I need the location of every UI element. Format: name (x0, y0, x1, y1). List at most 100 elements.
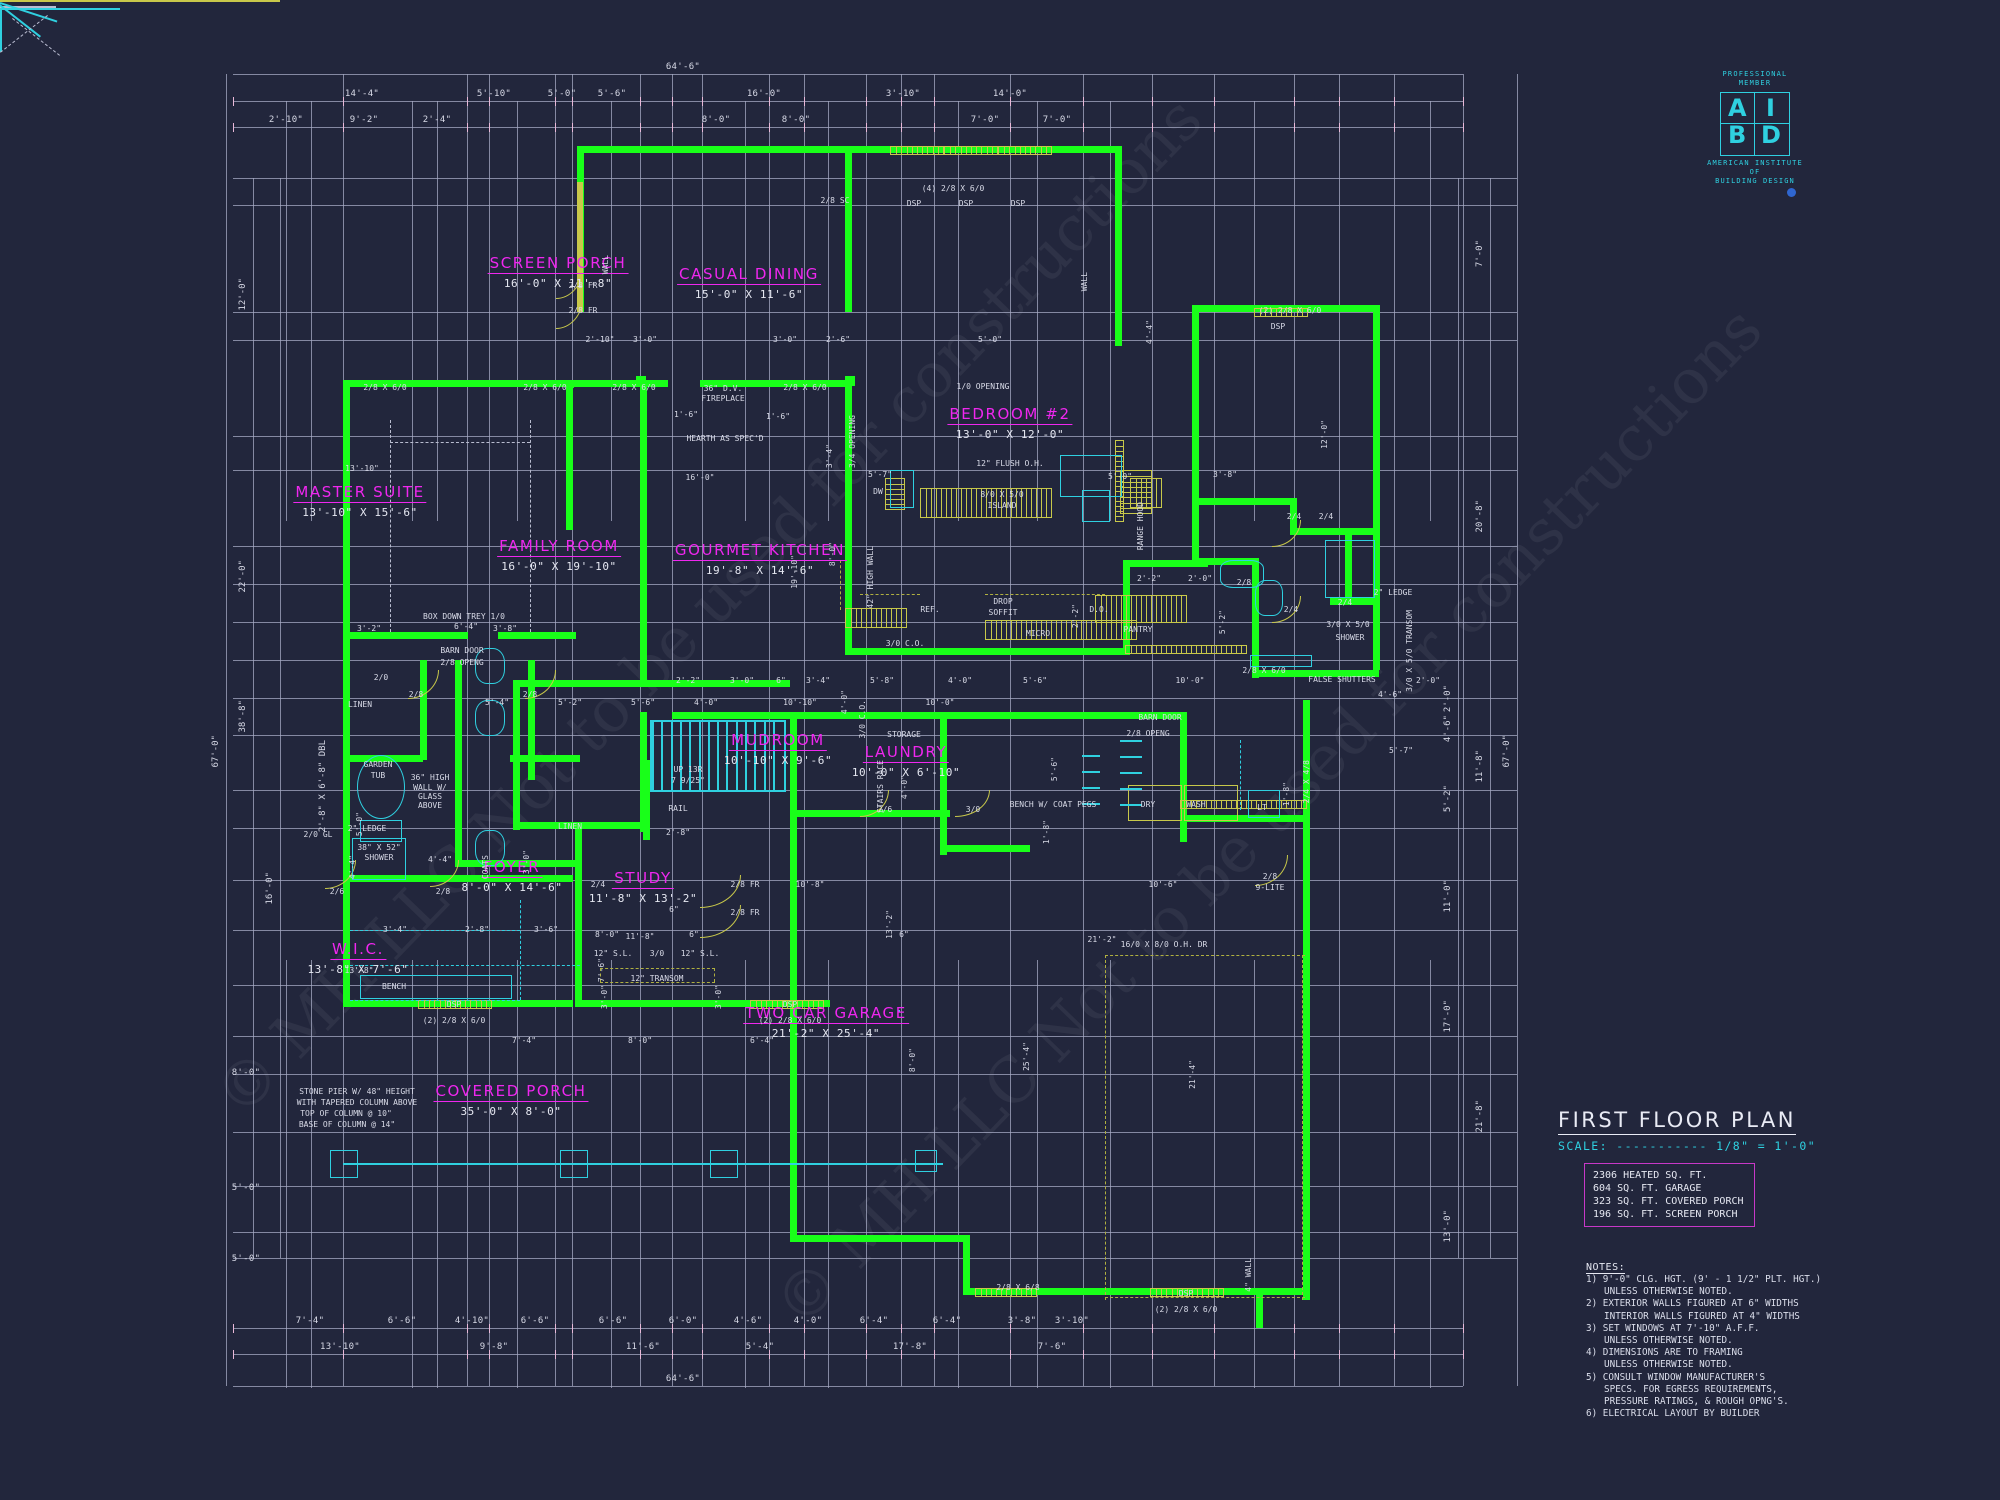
room-dimensions: 11'-8" X 13'-2" (588, 892, 698, 905)
hatch-line (1206, 646, 1207, 653)
plan-annotation: 4'-4" (427, 855, 453, 864)
dim-tick (1214, 123, 1215, 132)
dim-tick (467, 123, 468, 132)
stair-tread-2 (670, 722, 673, 792)
hatch-line (1231, 646, 1232, 653)
porch-beam-line (343, 1163, 943, 1165)
hatch-line (1001, 621, 1002, 639)
plan-annotation: 2'-2" (1071, 604, 1080, 629)
note-line: 6) ELECTRICAL LAYOUT BY BUILDER (1586, 1408, 1760, 1420)
plan-annotation: RANGE HOOD (1136, 502, 1145, 551)
plan-annotation: DSP (1178, 1289, 1194, 1298)
room-label-w-i-c: W.I.C.13'-8" X 7'-6" (307, 939, 408, 976)
hatch-line (1286, 801, 1287, 808)
plan-annotation: 4'-4" (1145, 320, 1154, 345)
hatch-line (986, 489, 987, 517)
dim-tick (1010, 97, 1011, 106)
plan-annotation: LT (1257, 803, 1267, 812)
hatch-line (1126, 596, 1127, 622)
room-dimensions: 13'-10" X 15'-6" (302, 506, 418, 519)
plan-annotation: 3'-8" (492, 624, 518, 633)
hatch-line (1301, 309, 1303, 316)
wall-bath2-top2 (1290, 528, 1380, 535)
drop-dash (840, 560, 841, 610)
plan-annotation: 8'-0" (828, 542, 837, 567)
hatch-line (1176, 1289, 1178, 1296)
plan-annotation: REF. (920, 605, 940, 614)
plan-annotation: FALSE SHUTTERS (1308, 675, 1376, 684)
plan-annotation: 2'-2" (675, 676, 701, 685)
hatch-line (1186, 801, 1187, 808)
wall-node-c (845, 376, 855, 386)
dim-tick (901, 1350, 902, 1359)
wall-bath2-bottom (1259, 670, 1379, 677)
hatch-line (485, 1001, 487, 1008)
dim-line-bottom-1 (233, 1328, 1463, 1329)
extension-line (1152, 74, 1153, 1386)
spacer (898, 1010, 900, 1012)
plan-annotation: 13'-8" (344, 966, 374, 975)
hatch-line (424, 1001, 426, 1008)
extension-line (1394, 74, 1395, 1386)
hatch-line (1206, 801, 1207, 808)
wall-closet-bottom (455, 860, 580, 867)
stair-tread-9 (735, 722, 738, 792)
wall-kitchen-bottom (845, 648, 1130, 655)
plan-annotation: 12" TRANSOM (630, 974, 684, 983)
dim-tick (901, 97, 902, 106)
shower-master (352, 838, 406, 880)
plan-annotation: 4'-0" (840, 690, 849, 715)
plan-annotation: 12" FLUSH O.H. (976, 459, 1044, 468)
wall-family-top-a (573, 380, 668, 387)
garage-door-dash-right (1302, 955, 1303, 1300)
dimension-text-vertical: 7'-0" (1475, 240, 1485, 268)
hatch-line (1265, 309, 1267, 316)
dim-tick (934, 1350, 935, 1359)
hatch-line (1176, 646, 1177, 653)
hatch-line (1216, 646, 1217, 653)
plan-annotation: 2/8 X 6/0 (612, 383, 656, 392)
hatch-line (1016, 489, 1017, 517)
plan-annotation: 5'-6" (630, 698, 656, 707)
hatch-line (1151, 479, 1152, 507)
dim-tick (804, 1350, 805, 1359)
hatch-line (1151, 596, 1152, 622)
plan-annotation: 11'-8" (625, 932, 655, 941)
wall-garage-bottom-b (963, 1288, 1263, 1295)
dim-tick (572, 123, 573, 132)
hatch-line (1031, 621, 1032, 639)
extension-line (1110, 960, 1111, 1388)
hatch-line (1040, 147, 1042, 154)
hatch-line (1196, 801, 1197, 808)
plan-annotation: (2) 2/8 X 6/0 (1154, 1305, 1218, 1314)
room-dimensions: 35'-0" X 8'-0" (460, 1105, 562, 1118)
dimension-text: 13'-10" (319, 1342, 361, 1352)
plan-annotation: 2/8 X 6/0 (783, 383, 827, 392)
tray-dash-left (390, 420, 391, 632)
hatch-line (946, 489, 947, 517)
transom-dash-l (600, 968, 601, 982)
hatch-line (1216, 801, 1217, 808)
coat-peg-1 (1120, 756, 1142, 758)
hatch-line (1025, 147, 1026, 154)
plan-annotation: 6" (899, 930, 909, 939)
hatch-line (817, 1001, 819, 1008)
hatch-line (444, 1001, 446, 1008)
sink-laundry (1248, 790, 1280, 818)
dimension-text: 7'-0" (1042, 115, 1072, 125)
dim-line-left-overall (226, 74, 227, 1386)
hatch-line (1276, 801, 1277, 808)
wall-garage-step (963, 1235, 970, 1295)
hatch-line (861, 609, 862, 627)
dim-tick (555, 1350, 556, 1359)
hatch-line (1241, 801, 1242, 808)
hatch-line (1131, 596, 1132, 622)
dim-tick (1294, 123, 1295, 132)
plan-annotation: 5'-0" (355, 812, 364, 837)
dim-tick (866, 1350, 867, 1359)
plan-annotation: GLASS (417, 792, 443, 801)
area-line: 323 SQ. FT. COVERED PORCH (1593, 1196, 1744, 1207)
plan-annotation: 2/8 OPENG (1126, 729, 1170, 738)
